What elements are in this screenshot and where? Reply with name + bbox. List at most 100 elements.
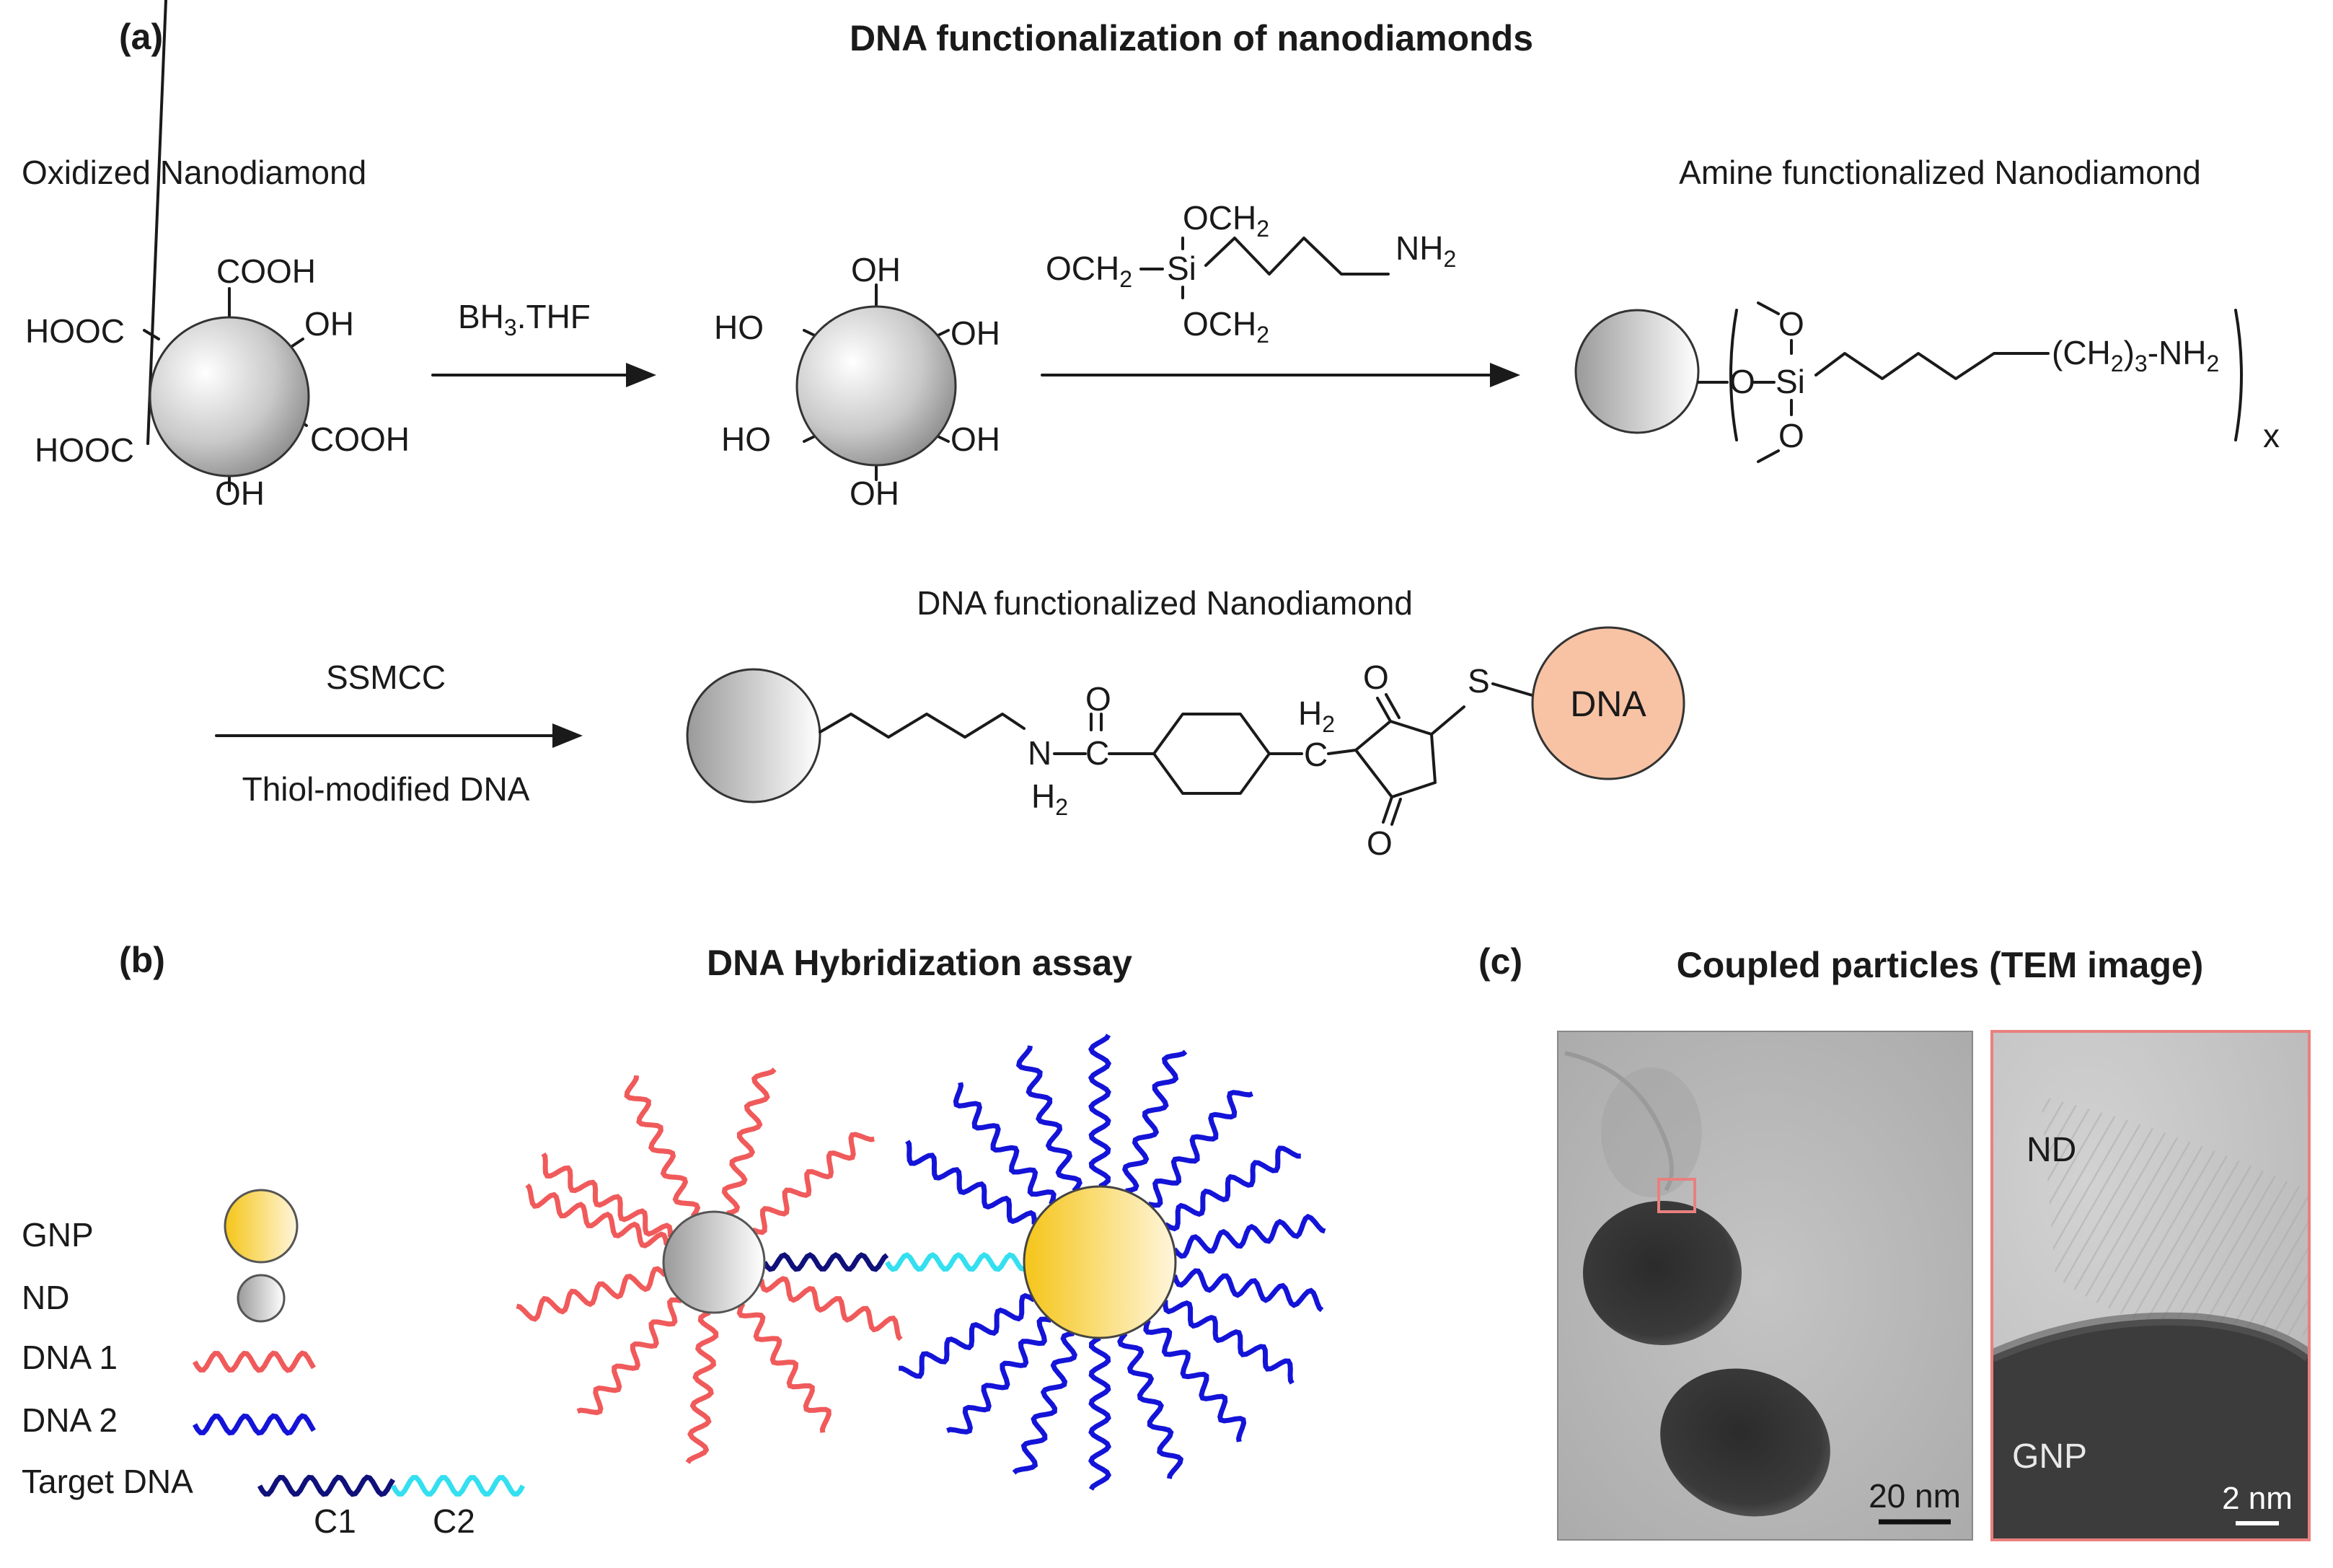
c-carbonyl: C	[1085, 734, 1109, 772]
dna2-strand	[1172, 1213, 1326, 1259]
legend-nd-swatch	[237, 1274, 286, 1323]
nanodiamond-particle	[795, 305, 957, 467]
reagent-thiol-dna: Thiol-modified DNA	[242, 770, 530, 808]
reagent-bh3: BH3.THF	[458, 298, 591, 340]
oh-bottom: OH	[850, 475, 899, 512]
tem-nd-label: ND	[2027, 1131, 2076, 1169]
och2-top: OCH2	[1183, 199, 1269, 242]
dna-ball-label: DNA	[1570, 684, 1646, 724]
scale-label-2: 2 nm	[2222, 1481, 2293, 1516]
panel-a-letter: (a)	[119, 17, 163, 57]
oh-right: OH	[304, 305, 354, 343]
target-dna-c2-bridge	[885, 1251, 1025, 1272]
legend-target-label: Target DNA	[22, 1463, 193, 1500]
dna2-strand	[1164, 1145, 1301, 1232]
dna2-strand	[905, 1140, 1037, 1225]
dna1-strand	[525, 1183, 669, 1248]
ch2-3-nh2: (CH2)3-NH2	[2052, 334, 2219, 376]
tem-zoom-frame	[1990, 1030, 2311, 1541]
dna2-strand	[953, 1082, 1057, 1205]
panel-b-title: DNA Hybridization assay	[707, 943, 1132, 983]
reaction-arrow-2	[1041, 363, 1520, 387]
oh-bottom: OH	[215, 475, 265, 512]
legend-dna2-label: DNA 2	[22, 1401, 118, 1439]
dna2-strand	[1147, 1090, 1253, 1208]
dna1-strand	[759, 1276, 903, 1342]
dna2-strand	[1122, 1049, 1188, 1194]
o-top: O	[1778, 305, 1804, 343]
dna-nanodiamond-conjugate: N H2 C O H2 C O O S DNA	[686, 626, 1685, 862]
gnp-particle	[1023, 1185, 1177, 1339]
si-atom: Si	[1167, 250, 1196, 287]
cooh-right: COOH	[310, 420, 410, 458]
tem-gnp-particle-1	[1583, 1201, 1742, 1345]
tem-zoom-box	[1657, 1178, 1696, 1213]
repeat-x: x	[2263, 417, 2280, 454]
oxidized-nd-label: Oxidized Nanodiamond	[22, 154, 366, 191]
dna2-strand	[1012, 1331, 1077, 1475]
dna2-strand	[1163, 1300, 1295, 1385]
panel-a-title: DNA functionalization of nanodiamonds	[850, 18, 1533, 58]
tem-image-overview: 20 nm	[1558, 1031, 1972, 1540]
hooc-left: HOOC	[25, 312, 125, 350]
ch2-bridge-c: C	[1304, 736, 1328, 773]
hooc-bottom: HOOC	[35, 431, 134, 469]
panel-c-letter: (c)	[1478, 941, 1522, 982]
s-atom: S	[1468, 662, 1490, 700]
hybridization-diagram	[516, 1034, 1326, 1491]
legend-target-c1-swatch	[257, 1474, 396, 1497]
dna1-strand	[541, 1152, 673, 1237]
hydroxylated-nanodiamond: OH OH HO OH HO OH	[714, 251, 1000, 512]
legend-target-c2-swatch	[390, 1475, 526, 1497]
amine-nanodiamond: O Si O O (CH2)3-NH2 x	[1574, 301, 2280, 463]
dna2-strand	[946, 1316, 1052, 1435]
tem-gnp-particle-2	[1660, 1368, 1830, 1517]
oh-lower-right: OH	[951, 420, 1000, 458]
o-carbonyl: O	[1085, 680, 1111, 718]
dna1-strand	[576, 1297, 682, 1416]
o-ketone-bottom: O	[1367, 824, 1393, 862]
panel-b-letter: (b)	[119, 940, 165, 980]
nh2-group: NH2	[1395, 229, 1456, 272]
dna2-strand	[1088, 1034, 1112, 1189]
dna2-strand	[1015, 1045, 1082, 1193]
si-atom: Si	[1776, 363, 1805, 400]
dna-nd-label: DNA functionalized Nanodiamond	[917, 584, 1413, 622]
dna2-strand	[1117, 1331, 1184, 1479]
gnp-dna2-strands	[899, 1034, 1326, 1491]
och2-left: OCH2	[1046, 250, 1132, 292]
reaction-arrow-3: SSMCC Thiol-modified DNA	[215, 659, 583, 808]
o-link: O	[1729, 363, 1755, 400]
oh-upper-right: OH	[951, 314, 1000, 352]
reagent-ssmcc: SSMCC	[326, 659, 446, 696]
o-ketone-top: O	[1363, 659, 1389, 696]
legend-dna1-swatch	[192, 1350, 317, 1373]
cooh-top: COOH	[216, 252, 316, 290]
label-c1: C1	[314, 1502, 356, 1540]
dna2-strand	[1088, 1335, 1112, 1491]
dna1-strand	[736, 1302, 832, 1433]
nd-dna1-strands	[516, 1067, 903, 1464]
nanodiamond-particle	[149, 316, 310, 477]
o-bottom: O	[1778, 417, 1804, 454]
tem-image-zoom: ND GNP 2 nm	[1992, 1031, 2309, 1540]
scale-label-1: 20 nm	[1869, 1477, 1961, 1515]
legend-nd-label: ND	[22, 1279, 69, 1316]
panel-c-title: Coupled particles (TEM image)	[1677, 945, 2204, 985]
dna1-strand	[516, 1266, 667, 1322]
n-atom: N	[1028, 734, 1051, 772]
oh-top: OH	[851, 251, 901, 289]
dna1-strand	[685, 1310, 719, 1464]
amine-nd-label: Amine functionalized Nanodiamond	[1679, 154, 2201, 191]
dna-ball	[1531, 626, 1685, 780]
nanodiamond-particle	[1574, 309, 1700, 434]
dna2-strand	[1172, 1268, 1324, 1313]
legend-gnp-label: GNP	[22, 1216, 94, 1254]
och2-bottom: OCH2	[1183, 305, 1269, 348]
oxidized-nanodiamond: COOH OH HOOC COOH HOOC OH	[25, 0, 410, 512]
ch2-bridge-h2: H2	[1298, 695, 1335, 737]
ho-lower-left: HO	[721, 420, 771, 458]
dna1-strand	[721, 1067, 777, 1216]
